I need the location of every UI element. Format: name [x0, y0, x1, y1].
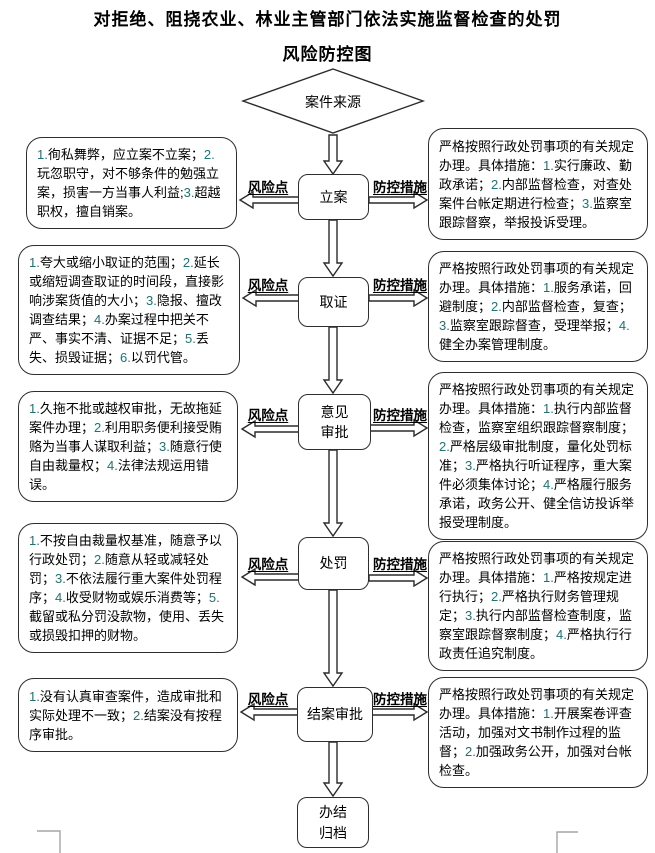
page-subtitle: 风险防控图	[282, 45, 373, 64]
control-label-1: 防控措施	[373, 180, 427, 195]
risk-box-5: 1.没有认真审查案件，造成审批和实际处理不一致；2.结案没有按程序审批。	[18, 678, 238, 752]
node-archive: 办结 归档	[297, 797, 369, 848]
control-label-2: 防控措施	[373, 278, 427, 293]
risk-box-2: 1.夸大或缩小取证的范围；2.延长或缩短调查取证的时间段，直接影响涉案货值的大小…	[18, 245, 240, 375]
control-label-4: 防控措施	[373, 557, 427, 572]
node-penalty: 处罚	[298, 537, 369, 590]
control-box-1: 严格按照行政处罚事项的有关规定办理。具体措施：1.实行廉政、勤政承诺；2.内部监…	[428, 128, 648, 240]
risk-label-3: 风险点	[247, 408, 289, 423]
case-source-label: 案件来源	[305, 94, 361, 110]
flow-arrow-down-6	[322, 741, 344, 798]
risk-box-1: 1.徇私舞弊，应立案不立案；2.玩忽职守，对不够条件的勉强立案，损害一方当事人利…	[26, 137, 237, 229]
flow-arrow-down-4	[322, 449, 344, 538]
table-corner-mark-left	[37, 830, 61, 853]
flow-arrow-down-1	[322, 134, 344, 176]
risk-box-3: 1.久拖不批或越权审批，无故拖延案件办理；2.利用职务便利接受贿赂为当事人谋取利…	[18, 391, 238, 502]
control-box-2: 严格按照行政处罚事项的有关规定办理。具体措施：1.服务承诺，回避制度；2.内部监…	[428, 251, 648, 362]
control-label-3: 防控措施	[373, 408, 427, 423]
node-opinion-approval: 意见 审批	[298, 394, 371, 450]
risk-label-5: 风险点	[247, 692, 289, 707]
page-title: 对拒绝、阻挠农业、林业主管部门依法实施监督检查的处罚	[93, 10, 562, 29]
table-corner-mark-right	[556, 831, 578, 853]
risk-label-2: 风险点	[247, 278, 289, 293]
risk-label-1: 风险点	[247, 180, 289, 195]
flow-arrow-down-3	[322, 326, 344, 395]
control-box-4: 严格按照行政处罚事项的有关规定办理。具体措施：1.严格按规定进行执行；2.严格执…	[428, 541, 648, 671]
node-evidence: 取证	[298, 277, 369, 327]
risk-label-4: 风险点	[247, 557, 289, 572]
control-box-5: 严格按照行政处罚事项的有关规定办理。具体措施：1.开展案卷评查活动，加强对文书制…	[428, 677, 648, 788]
control-label-5: 防控措施	[373, 692, 427, 707]
node-filing: 立案	[298, 174, 369, 220]
control-box-3: 严格按照行政处罚事项的有关规定办理。具体措施：1.执行内部监督检查，监察室组织跟…	[428, 372, 648, 540]
flow-arrow-down-2	[322, 219, 344, 278]
flow-arrow-down-5	[322, 589, 344, 688]
node-closing-approval: 结案审批	[297, 687, 373, 742]
risk-box-4: 1.不按自由裁量权基准，随意予以行政处罚；2.随意从轻或减轻处罚；3.不依法履行…	[18, 523, 238, 653]
